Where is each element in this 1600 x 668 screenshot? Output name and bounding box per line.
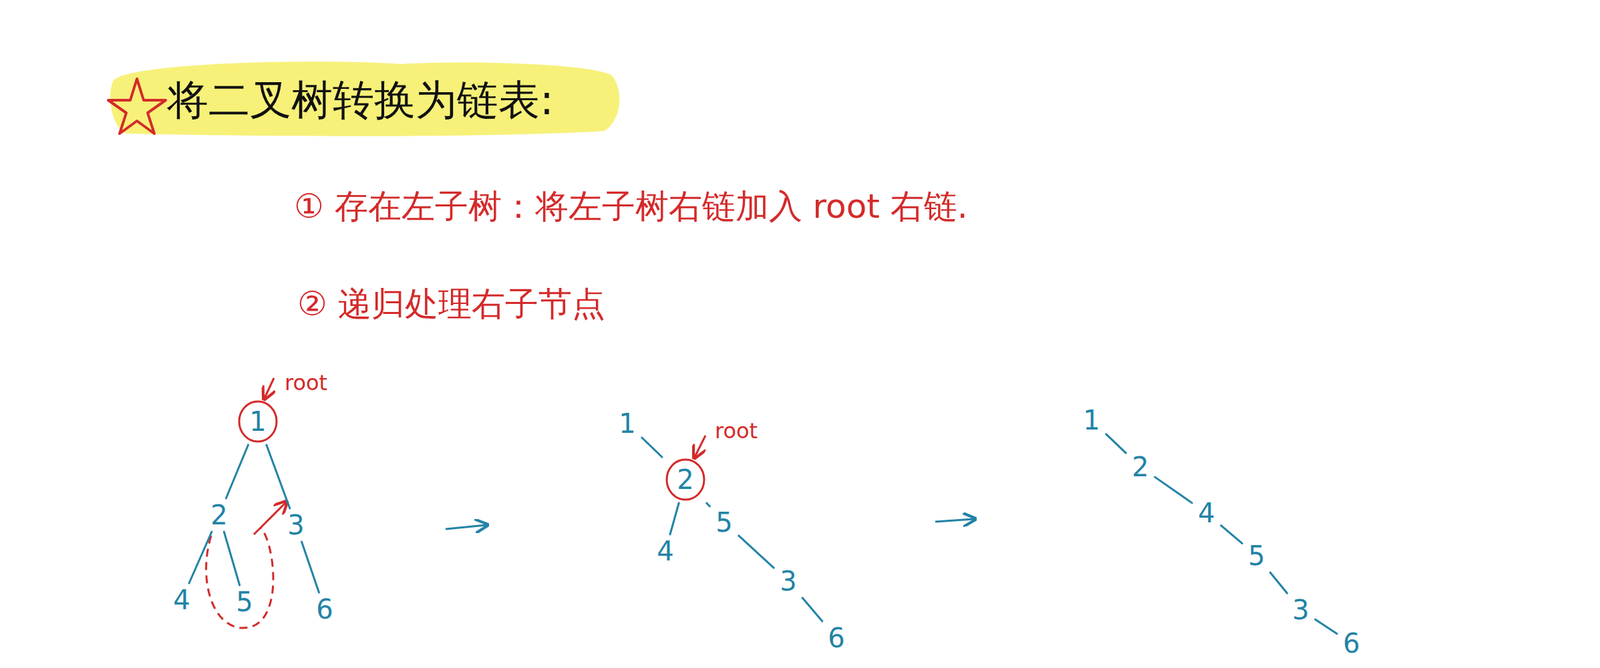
- node-number: 4: [656, 537, 674, 565]
- tree-node: 4: [169, 585, 194, 615]
- step-arrow: [935, 519, 975, 522]
- tree-edge: [1315, 619, 1338, 634]
- tree-node: 1: [1078, 405, 1104, 435]
- dashed-loop: [206, 527, 274, 628]
- root-pointer: [264, 378, 274, 399]
- tree-edge: [1269, 572, 1287, 594]
- tree-edge: [301, 541, 320, 593]
- tree-node: 5: [231, 587, 257, 617]
- tree-node: 3: [775, 566, 801, 596]
- tree-node: 6: [311, 594, 337, 624]
- node-number: 5: [1247, 542, 1265, 570]
- tree-node: 5: [1243, 541, 1269, 571]
- root-label: root: [284, 371, 328, 395]
- tree-edge: [1221, 525, 1243, 544]
- tree-node: 4: [1193, 498, 1219, 528]
- root-pointer: [694, 435, 706, 457]
- node-number: 5: [715, 509, 733, 536]
- node-number: 3: [1292, 596, 1309, 624]
- tree-node: 3: [283, 510, 308, 540]
- tree-node: 6: [823, 623, 849, 653]
- tree-node: 4: [652, 536, 678, 566]
- tree-edge: [223, 531, 240, 586]
- title: 将二叉树转换为链表:: [167, 77, 554, 123]
- tree-node: 3: [1288, 595, 1313, 625]
- tree-edge: [642, 437, 663, 457]
- tree-node: 1: [614, 408, 640, 439]
- node-number: 2: [1131, 453, 1149, 481]
- tree-edge: [706, 503, 711, 507]
- move-arrow: [253, 502, 286, 535]
- rule-note: ② 递归处理右子节点: [297, 285, 606, 323]
- node-number: 1: [1082, 406, 1100, 434]
- tree-edge: [1155, 476, 1193, 504]
- node-number: 4: [1197, 499, 1215, 527]
- node-number: 4: [173, 586, 190, 614]
- tree-node: 5: [711, 507, 737, 538]
- current-root-node: 2: [664, 458, 707, 502]
- node-number: 1: [249, 408, 266, 435]
- node-circle: [666, 459, 705, 500]
- node-number: 3: [779, 567, 797, 595]
- node-circle: [239, 401, 277, 442]
- node-number: 2: [210, 501, 228, 529]
- star-symbol: [108, 78, 166, 134]
- tree-node: 6: [1338, 628, 1364, 659]
- highlight: [110, 61, 620, 136]
- tree-edge: [189, 531, 212, 584]
- node-number: 1: [618, 410, 636, 437]
- tree-edge: [670, 503, 679, 535]
- node-number: 3: [287, 511, 304, 539]
- rule-note: ① 存在左子树：将左子树右链加入 root 右链.: [293, 188, 969, 226]
- tree-edge: [738, 535, 775, 568]
- node-number: 6: [827, 624, 845, 652]
- node-number: 6: [1342, 629, 1360, 657]
- current-root-node: 1: [236, 400, 280, 443]
- node-number: 6: [315, 595, 333, 623]
- tree-edge: [802, 597, 823, 622]
- root-label: root: [714, 419, 758, 443]
- node-number: 2: [676, 466, 694, 494]
- tree-node: 2: [206, 500, 232, 530]
- tree-edge: [266, 444, 290, 509]
- tree-node: 2: [1127, 452, 1153, 482]
- step-arrow: [445, 525, 487, 530]
- tree-edge: [1106, 434, 1127, 453]
- tree-edge: [225, 444, 248, 499]
- node-number: 5: [235, 588, 253, 616]
